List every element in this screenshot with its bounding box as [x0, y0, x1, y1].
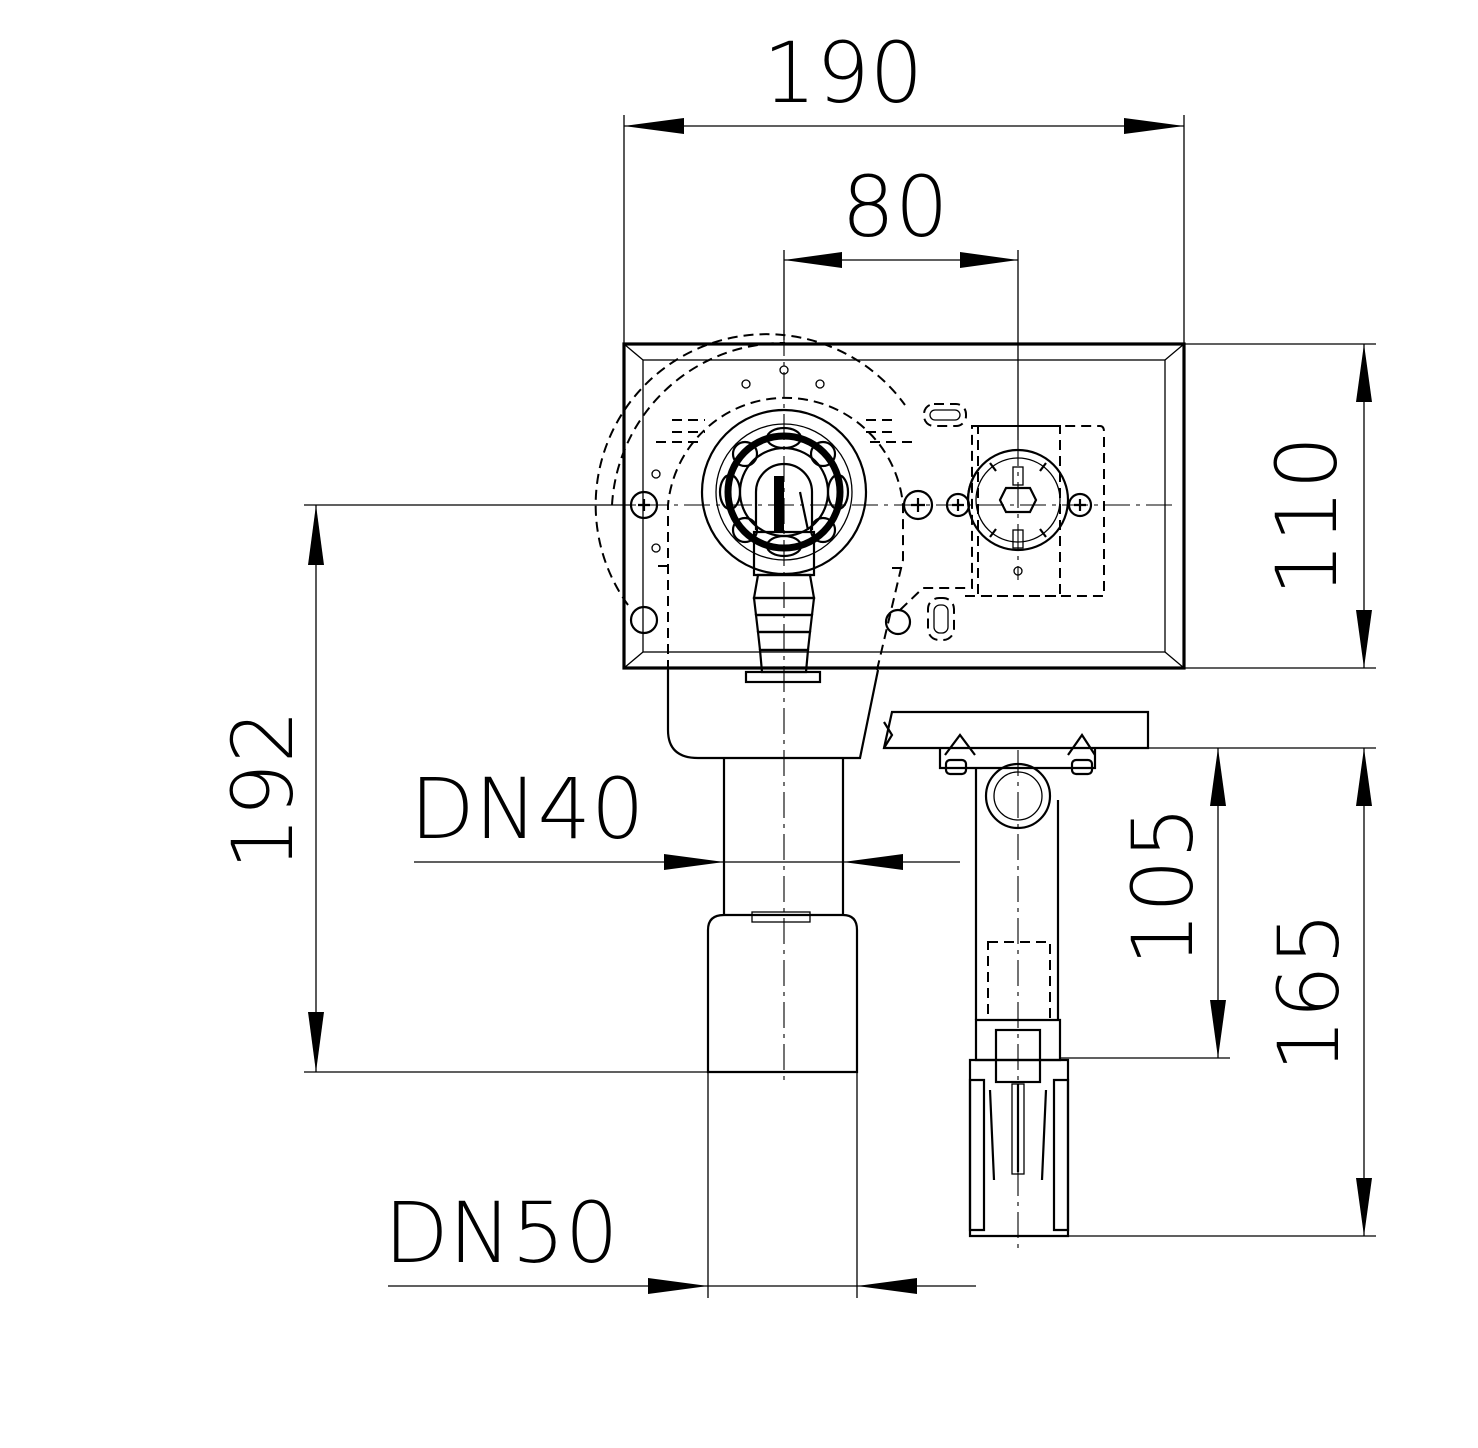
dim-80-label: 80: [842, 158, 949, 256]
pipe-dn50-label: DN50: [384, 1184, 618, 1282]
front-view: [594, 330, 1186, 1082]
dim-192-label: 192: [214, 710, 312, 870]
drain-outlet: [700, 408, 868, 684]
dimension-labels: 190 80 110 192 DN40 DN50 105 165: [214, 24, 1358, 1282]
hidden-outlines: [594, 333, 1105, 671]
screws: [629, 365, 1093, 636]
pipe-dn40-label: DN40: [410, 760, 644, 858]
side-view: [882, 710, 1150, 1248]
dim-165-label: 165: [1260, 912, 1358, 1072]
mounting-box: [622, 342, 1186, 670]
dimension-lines: [304, 115, 1376, 1298]
center-lines: [600, 330, 1172, 1082]
dim-110-label: 110: [1258, 436, 1356, 596]
mounting-slots: [923, 403, 967, 641]
dim-190-label: 190: [763, 24, 923, 122]
dim-105-label: 105: [1114, 806, 1212, 966]
drain-pipe-front: [666, 669, 880, 1074]
